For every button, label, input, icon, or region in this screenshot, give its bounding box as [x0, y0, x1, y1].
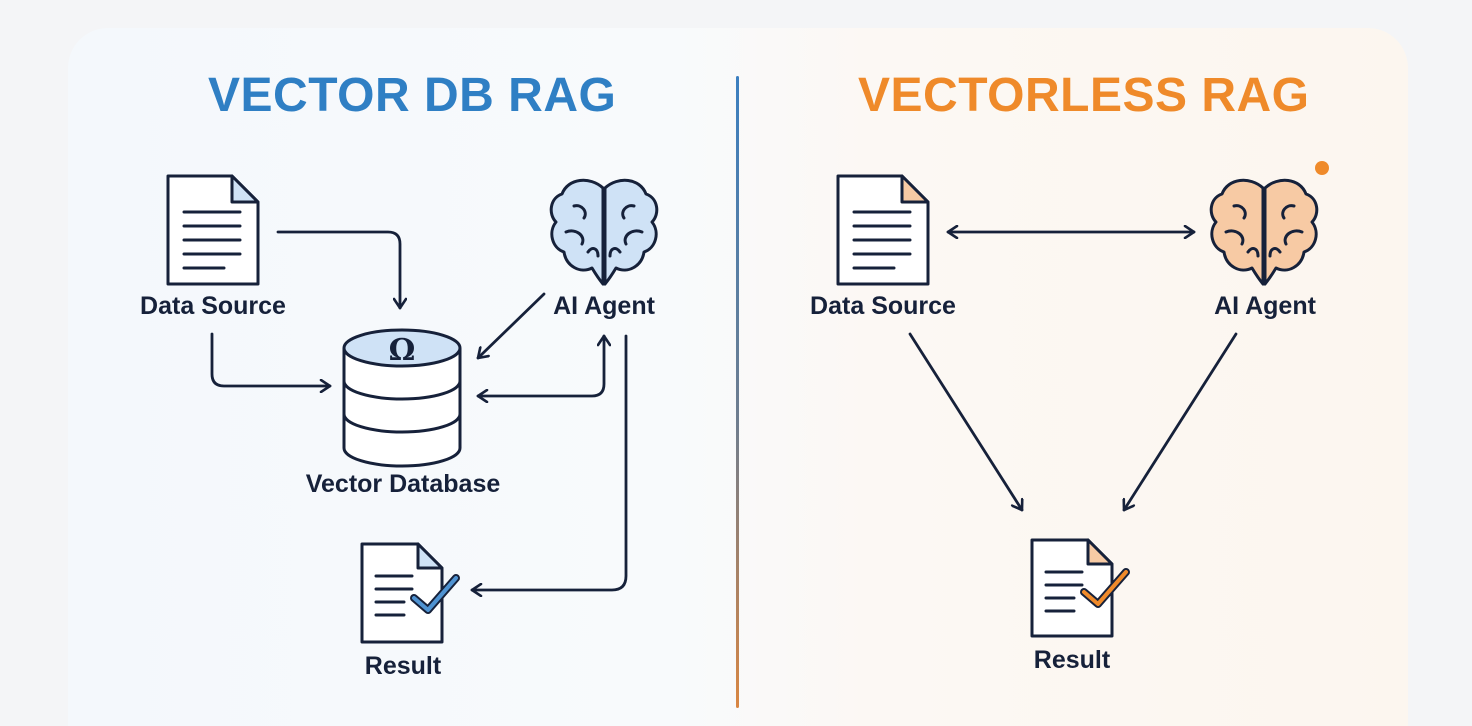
arrow-source-to-database — [276, 230, 400, 310]
orange-dot — [1315, 161, 1329, 175]
vector-db-rag-title: VECTOR DB RAG — [208, 69, 617, 122]
data-source-document-icon — [166, 174, 260, 286]
data-source-document-icon-right — [836, 174, 930, 286]
result-label-right: Result — [1033, 646, 1111, 674]
arrow-source-to-database-lower — [210, 332, 332, 386]
arrow-agent-to-result — [1124, 332, 1238, 512]
vector-database-label: Vector Database — [305, 470, 501, 498]
result-document-icon-right — [1030, 538, 1114, 638]
ai-agent-label: AI Agent — [553, 292, 655, 320]
database-symbol: Ω — [389, 333, 416, 368]
data-source-label-right: Data Source — [810, 292, 956, 320]
ai-agent-brain-icon-right — [1209, 178, 1319, 286]
ai-agent-brain-icon — [549, 178, 659, 286]
arrow-source-to-result — [908, 332, 1022, 512]
arrow-agent-to-result — [470, 334, 628, 590]
vector-database-icon — [342, 328, 462, 468]
ai-agent-label-right: AI Agent — [1214, 292, 1316, 320]
arrow-database-agent-bidirectional — [476, 334, 604, 396]
data-source-label: Data Source — [140, 292, 286, 320]
center-divider — [736, 76, 739, 708]
vectorless-rag-title: VECTORLESS RAG — [858, 69, 1310, 122]
result-label: Result — [364, 652, 442, 680]
result-document-icon — [360, 542, 444, 644]
arrow-agent-to-database — [476, 292, 546, 360]
